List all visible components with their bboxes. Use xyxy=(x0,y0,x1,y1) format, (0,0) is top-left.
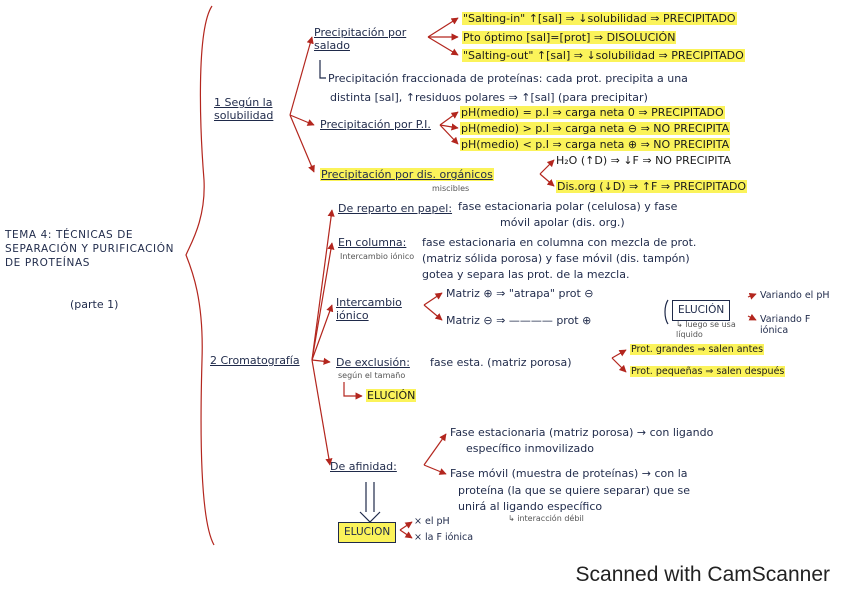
af-ph: × el pH xyxy=(414,516,450,527)
exclusion-elucion: ELUCIÓN xyxy=(366,389,417,402)
page-subtitle: (parte 1) xyxy=(70,298,119,311)
reparto-line2: móvil apolar (dis. org.) xyxy=(500,216,625,229)
pi-label: Precipitación por P.I. xyxy=(320,118,431,131)
ph-lower: pH(medio) < p.I ⇒ carga neta ⊕ ⇒ NO PREC… xyxy=(460,138,731,151)
pto-optimo: Pto óptimo [sal]=[prot] ⇒ DISOLUCIÓN xyxy=(462,31,677,44)
section2-label: 2 Cromatografía xyxy=(210,354,300,367)
af-est-line1: Fase estacionaria (matriz porosa) → con … xyxy=(450,426,714,439)
section1-label: 1 Según la solubilidad xyxy=(214,96,274,122)
variando-fi: Variando F iónica xyxy=(760,314,811,336)
organicos-label: Precipitación por dis. orgánicos xyxy=(320,168,494,181)
af-mov-line4: ↳ interacción débil xyxy=(508,514,584,523)
elucion-box-intercambio: ELUCIÓN xyxy=(672,300,731,321)
matriz-pos: Matriz ⊕ ⇒ "atrapa" prot ⊖ xyxy=(446,287,594,300)
af-mov-line3: unirá al ligando específico xyxy=(458,500,603,513)
matriz-neg: Matriz ⊖ ⇒ ———— prot ⊕ xyxy=(446,314,592,327)
exclusion-text: fase esta. (matriz porosa) xyxy=(430,356,572,369)
exclusion-note: según el tamaño xyxy=(338,371,406,380)
disorg-line: Dis.org (↓D) ⇒ ↑F ⇒ PRECIPITADO xyxy=(556,180,748,193)
salting-in: "Salting-in" ↑[sal] ⇒ ↓solubilidad ⇒ PRE… xyxy=(462,12,737,25)
reparto-label: De reparto en papel: xyxy=(338,202,453,215)
fraccionada-line2: distinta [sal], ↑residuos polares ⇒ ↑[sa… xyxy=(330,91,648,104)
prot-pequenas: Prot. pequeñas ⇒ salen después xyxy=(630,366,786,377)
reparto-line1: fase estacionaria polar (celulosa) y fas… xyxy=(458,200,678,213)
miscibles-note: miscibles xyxy=(432,184,470,193)
columna-label: En columna: xyxy=(338,236,407,249)
prot-grandes: Prot. grandes ⇒ salen antes xyxy=(630,344,765,355)
columna-note: Intercambio iónico xyxy=(340,252,415,261)
af-fi: × la F iónica xyxy=(414,532,474,543)
ph-greater: pH(medio) > p.I ⇒ carga neta ⊖ ⇒ NO PREC… xyxy=(460,122,731,135)
page-title: Tema 4: Técnicas de separación y purific… xyxy=(5,229,175,269)
ph-equal: pH(medio) = p.I ⇒ carga neta 0 ⇒ PRECIPI… xyxy=(460,106,725,119)
intercambio-label: Intercambio iónico xyxy=(336,296,402,322)
variando-ph: Variando el pH xyxy=(760,290,830,301)
af-mov-line2: proteína (la que se quiere separar) que … xyxy=(458,484,690,497)
exclusion-label: De exclusión: xyxy=(336,356,410,369)
h2o-line: H₂O (↑D) ⇒ ↓F ⇒ NO PRECIPITA xyxy=(556,154,731,167)
columna-line2: (matriz sólida porosa) y fase móvil (dis… xyxy=(422,252,690,265)
camscanner-watermark: Scanned with CamScanner xyxy=(575,563,830,586)
columna-line3: gotea y separa las prot. de la mezcla. xyxy=(422,268,630,281)
afinidad-label: De afinidad: xyxy=(330,460,397,473)
elucion-note: ↳ luego se usa líquido xyxy=(676,320,736,339)
salting-out: "Salting-out" ↑[sal] ⇒ ↓solubilidad ⇒ PR… xyxy=(462,49,745,62)
af-mov-line1: Fase móvil (muestra de proteínas) → con … xyxy=(450,467,688,480)
columna-line1: fase estacionaria en columna con mezcla … xyxy=(422,236,697,249)
elucion-box-afinidad: ELUCION xyxy=(338,522,397,543)
fraccionada-line1: Precipitación fraccionada de proteínas: … xyxy=(328,72,688,85)
salado-label: Precipitación por salado xyxy=(314,26,407,52)
af-est-line2: específico inmovilizado xyxy=(466,442,594,455)
